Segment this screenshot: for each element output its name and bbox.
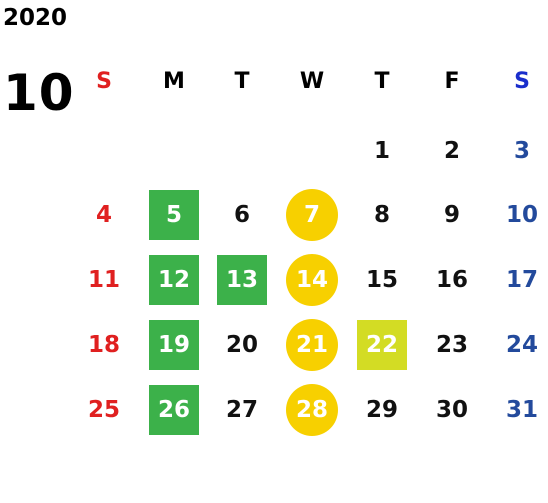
calendar-day-14[interactable]: 14 — [286, 254, 338, 306]
calendar-day-31[interactable]: 31 — [505, 397, 538, 423]
weekday-header-mon: M — [163, 69, 185, 94]
calendar-year: 2020 — [3, 5, 68, 31]
calendar-day-17[interactable]: 17 — [505, 267, 538, 293]
calendar-day-2[interactable]: 2 — [443, 138, 460, 164]
calendar-day-9[interactable]: 9 — [443, 202, 460, 228]
calendar-day-26[interactable]: 26 — [149, 385, 199, 435]
calendar-day-30[interactable]: 30 — [435, 397, 468, 423]
calendar-day-16[interactable]: 16 — [435, 267, 468, 293]
calendar-day-11[interactable]: 11 — [87, 267, 120, 293]
weekday-header-sun: S — [96, 69, 112, 94]
calendar-month: 10 — [3, 64, 75, 122]
calendar-day-3[interactable]: 3 — [513, 138, 530, 164]
calendar-day-15[interactable]: 15 — [365, 267, 398, 293]
calendar-day-1[interactable]: 1 — [373, 138, 390, 164]
calendar-day-10[interactable]: 10 — [505, 202, 538, 228]
calendar-day-6[interactable]: 6 — [233, 202, 250, 228]
calendar-day-13[interactable]: 13 — [217, 255, 267, 305]
calendar-day-29[interactable]: 29 — [365, 397, 398, 423]
calendar-day-23[interactable]: 23 — [435, 332, 468, 358]
calendar-day-24[interactable]: 24 — [505, 332, 538, 358]
calendar-day-8[interactable]: 8 — [373, 202, 390, 228]
calendar-day-25[interactable]: 25 — [87, 397, 120, 423]
weekday-header-sat: S — [514, 69, 530, 94]
weekday-header-tue: T — [234, 69, 250, 94]
weekday-header-wed: W — [299, 69, 325, 94]
calendar-day-21[interactable]: 21 — [286, 319, 338, 371]
calendar-day-22[interactable]: 22 — [357, 320, 407, 370]
calendar-day-7[interactable]: 7 — [286, 189, 338, 241]
calendar-day-20[interactable]: 20 — [225, 332, 258, 358]
calendar-day-27[interactable]: 27 — [225, 397, 258, 423]
calendar-day-18[interactable]: 18 — [87, 332, 120, 358]
calendar-day-28[interactable]: 28 — [286, 384, 338, 436]
calendar-day-4[interactable]: 4 — [95, 202, 112, 228]
calendar-day-5[interactable]: 5 — [149, 190, 199, 240]
weekday-header-fri: F — [444, 69, 460, 94]
calendar-day-19[interactable]: 19 — [149, 320, 199, 370]
weekday-header-thu: T — [374, 69, 390, 94]
calendar-day-12[interactable]: 12 — [149, 255, 199, 305]
